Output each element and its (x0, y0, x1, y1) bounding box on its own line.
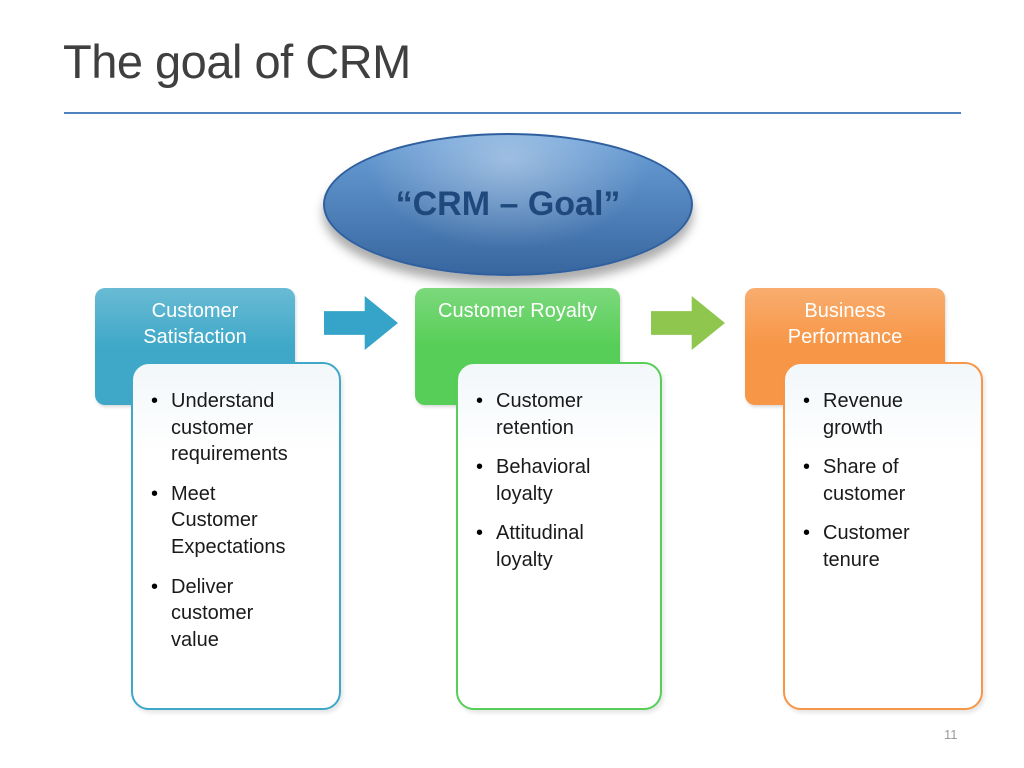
bullet-item: Share of customer (801, 454, 971, 507)
column-body: Revenue growth Share of customer Custome… (783, 362, 983, 710)
column-header-label: Business Performance (787, 300, 903, 348)
bullet-item: Attitudinal loyalty (474, 520, 650, 573)
column-customer-royalty: Customer Royalty Customer retention Beha… (415, 288, 663, 710)
bullet-item: Deliver customer value (149, 574, 329, 654)
title-divider-line (64, 112, 961, 114)
column-header-label: Customer Satisfaction (143, 300, 247, 348)
bullet-item: Meet Customer Expectations (149, 481, 329, 561)
goal-ellipse-label: “CRM – Goal” (395, 185, 621, 223)
column-header-label: Customer Royalty (438, 300, 597, 322)
column-header: Customer Satisfaction (95, 288, 295, 405)
bullet-item: Revenue growth (801, 388, 971, 441)
bullet-item: Behavioral loyalty (474, 454, 650, 507)
column-body: Customer retention Behavioral loyalty At… (456, 362, 662, 710)
column-customer-satisfaction: Customer Satisfaction Understand custome… (95, 288, 341, 710)
bullet-list: Understand customer requirements Meet Cu… (133, 364, 339, 653)
bullet-list: Revenue growth Share of customer Custome… (785, 364, 981, 574)
slide-title: The goal of CRM (63, 35, 411, 88)
bullet-item: Understand customer requirements (149, 388, 329, 468)
goal-ellipse: “CRM – Goal” (323, 133, 693, 276)
column-body: Understand customer requirements Meet Cu… (131, 362, 341, 710)
bullet-item: Customer tenure (801, 520, 971, 573)
column-business-performance: Business Performance Revenue growth Shar… (745, 288, 985, 710)
bullet-list: Customer retention Behavioral loyalty At… (458, 364, 660, 574)
page-number: 11 (944, 727, 958, 742)
bullet-item: Customer retention (474, 388, 650, 441)
